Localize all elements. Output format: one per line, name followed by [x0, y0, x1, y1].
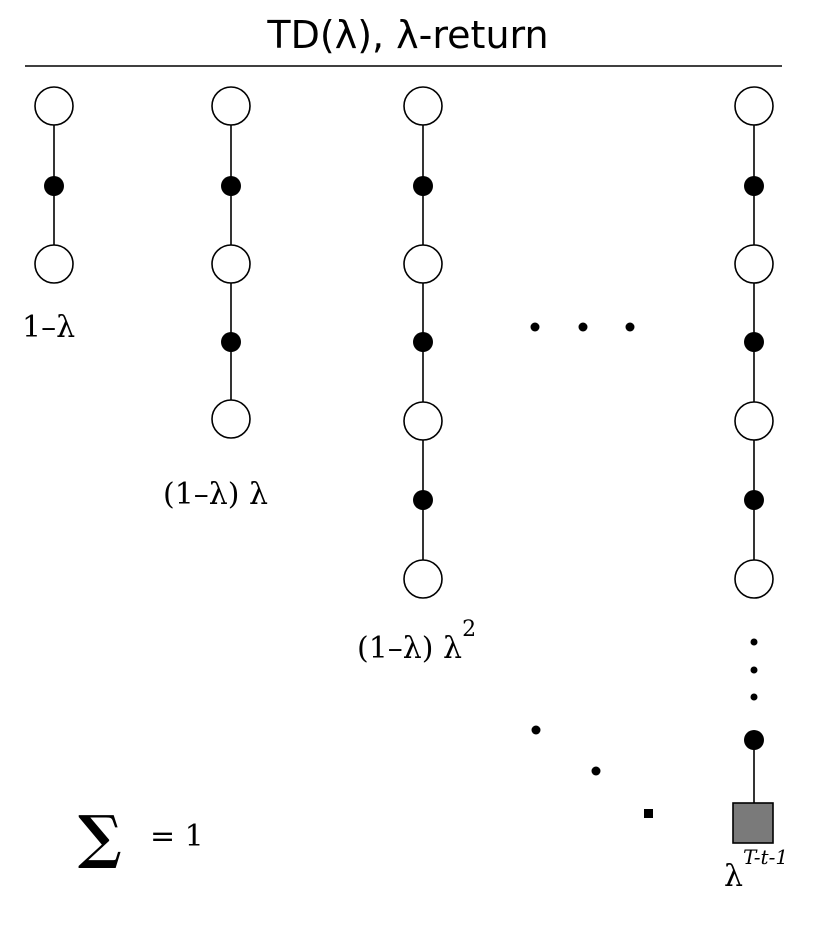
ellipsis-dot	[750, 638, 758, 646]
state-node	[211, 399, 251, 439]
ellipsis-dot	[750, 666, 758, 674]
sigma-symbol: ∑	[78, 803, 122, 871]
backup-column-terminal: λT-t-1	[724, 86, 788, 894]
weight-label-terminal: λT-t-1	[724, 845, 788, 894]
action-node	[44, 176, 64, 196]
weight-label-3-exponent: 2	[462, 617, 476, 642]
diagram-title: TD(λ), λ-return	[266, 13, 548, 57]
weight-label-2: (1–λ) λ	[163, 477, 268, 512]
state-node	[403, 244, 443, 284]
action-node	[413, 332, 433, 352]
state-node	[403, 86, 443, 126]
diagonal-ellipsis	[531, 725, 653, 818]
state-node	[734, 559, 774, 599]
horizontal-ellipsis	[530, 322, 635, 332]
state-node	[734, 401, 774, 441]
state-node	[734, 244, 774, 284]
ellipsis-dot	[531, 725, 541, 735]
sum-annotation: ∑ = 1	[78, 803, 204, 871]
state-node	[34, 244, 74, 284]
ellipsis-dot	[750, 693, 758, 701]
weight-label-1: 1–λ	[22, 310, 75, 345]
ellipsis-dot	[591, 766, 601, 776]
state-node	[734, 86, 774, 126]
state-node	[34, 86, 74, 126]
action-node	[744, 490, 764, 510]
state-node	[211, 86, 251, 126]
state-node	[403, 401, 443, 441]
action-node	[413, 176, 433, 196]
ellipsis-dot	[530, 322, 540, 332]
ellipsis-dot	[625, 322, 635, 332]
ellipsis-dot	[578, 322, 588, 332]
terminal-state-node	[732, 802, 774, 844]
action-node	[744, 730, 764, 750]
action-node	[413, 490, 433, 510]
action-node	[744, 332, 764, 352]
action-node	[221, 332, 241, 352]
weight-label-terminal-exponent: T-t-1	[743, 845, 788, 869]
action-node	[744, 176, 764, 196]
backup-column-1: 1–λ	[22, 86, 75, 345]
sum-equals-one: = 1	[150, 819, 204, 854]
ellipsis-dot	[644, 809, 653, 818]
weight-label-terminal-base: λ	[724, 859, 743, 894]
state-node	[403, 559, 443, 599]
weight-label-3: (1–λ) λ2	[357, 617, 476, 666]
action-node	[221, 176, 241, 196]
weight-label-3-base: (1–λ) λ	[357, 631, 462, 666]
backup-column-2: (1–λ) λ	[163, 86, 268, 512]
state-node	[211, 244, 251, 284]
backup-column-3: (1–λ) λ2	[357, 86, 476, 666]
